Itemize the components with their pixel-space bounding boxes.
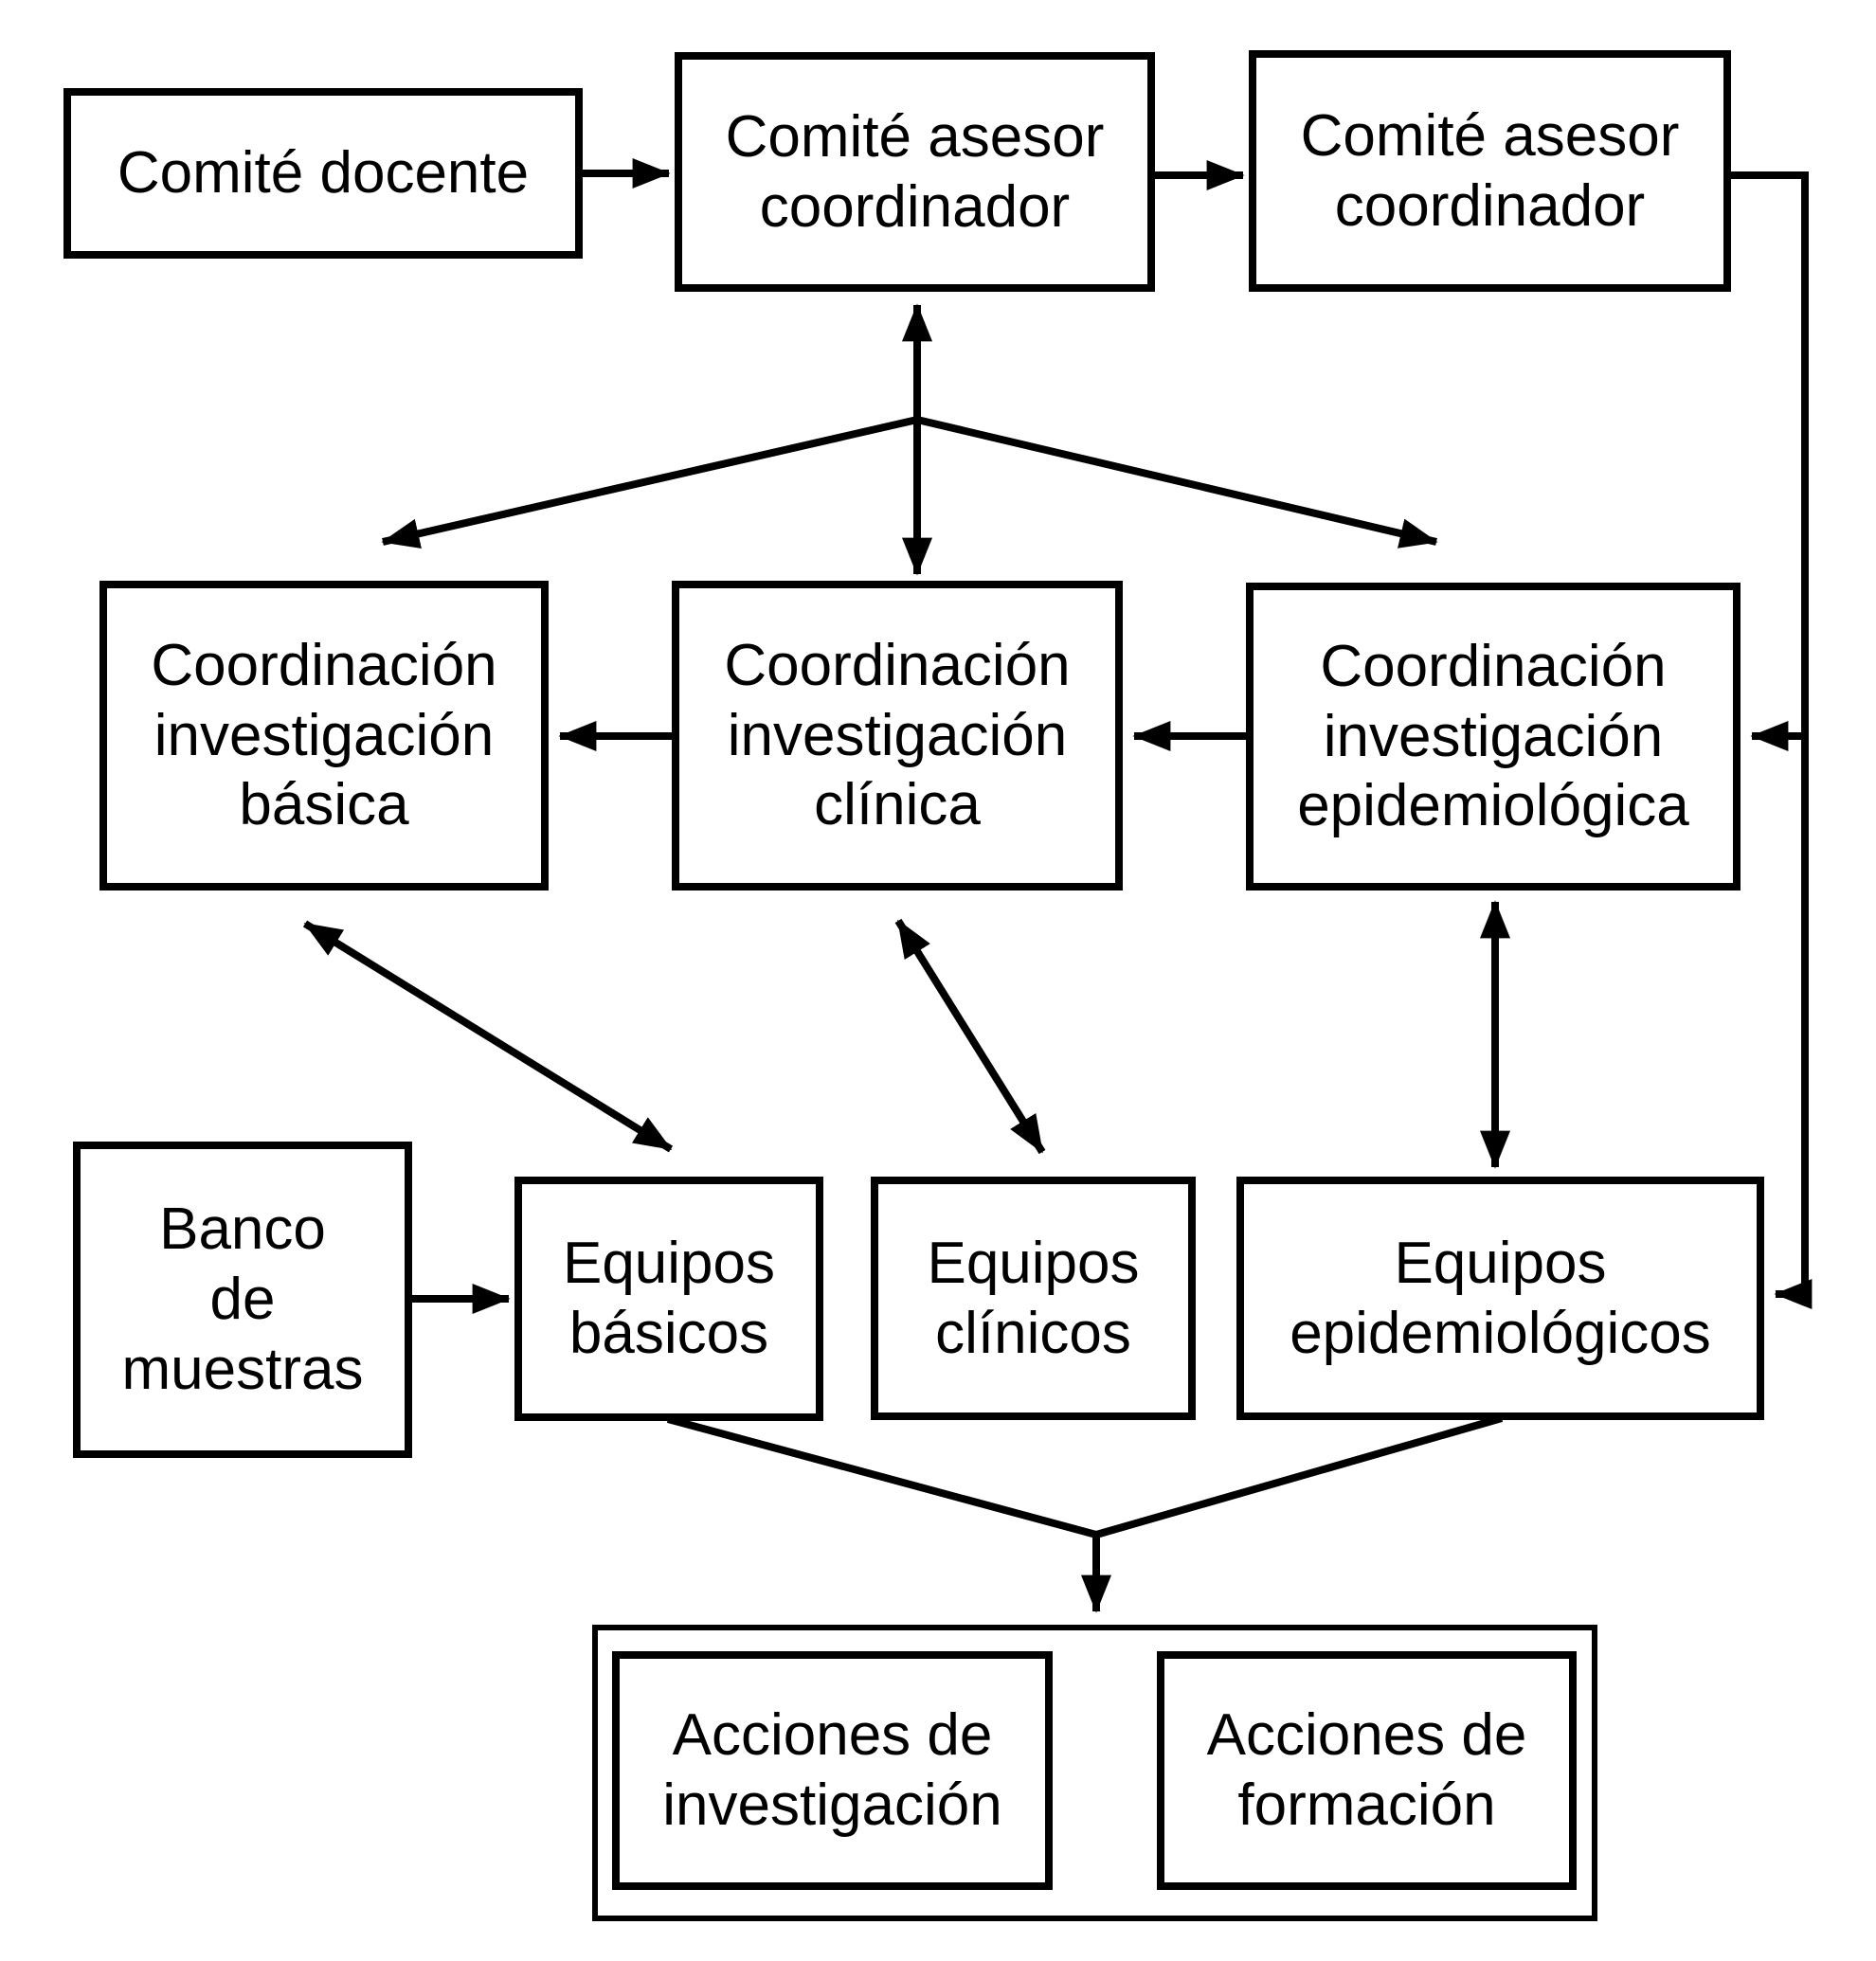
node-equipos-epidemiologicos: Equipos epidemiológicos — [1236, 1177, 1764, 1420]
double-arrow-basica-equipos-basicos — [302, 920, 674, 1153]
node-coordinacion-investigacion-basica: Coordinación investigación básica — [99, 581, 549, 891]
line-equipos-epidemiologicos-to-junction — [1094, 1414, 1504, 1538]
arrow-branch-to-coordinacion-epidemiologica — [916, 416, 1438, 549]
arrow-branch-to-coordinacion-basica — [381, 416, 918, 549]
node-acciones-de-formacion: Acciones de formación — [1157, 1651, 1577, 1890]
node-comite-docente-label: Comité docente — [117, 140, 530, 207]
node-banco-de-muestras-label: Banco de muestras — [121, 1196, 364, 1402]
double-arrow-clinica-equipos-clinicos — [894, 918, 1046, 1155]
node-comite-asesor-coordinador-2-label: Comité asesor coordinador — [1300, 102, 1680, 239]
node-coordinacion-investigacion-epidemiologica: Coordinación investigación epidemiológic… — [1246, 583, 1741, 891]
node-equipos-clinicos: Equipos clínicos — [871, 1177, 1196, 1420]
node-equipos-basicos: Equipos básicos — [514, 1177, 823, 1421]
node-coordinacion-investigacion-clinica: Coordinación investigación clínica — [672, 581, 1123, 891]
node-acciones-de-formacion-label: Acciones de formación — [1206, 1702, 1527, 1838]
acciones-frame: Acciones de investigación Acciones de fo… — [592, 1625, 1597, 1921]
node-comite-asesor-coordinador-1: Comité asesor coordinador — [675, 52, 1155, 292]
node-coordinacion-investigacion-clinica-label: Coordinación investigación clínica — [724, 632, 1071, 838]
node-banco-de-muestras: Banco de muestras — [73, 1142, 412, 1458]
node-comite-docente: Comité docente — [63, 88, 583, 259]
node-equipos-epidemiologicos-label: Equipos epidemiológicos — [1290, 1230, 1711, 1366]
node-equipos-clinicos-label: Equipos clínicos — [927, 1230, 1140, 1366]
node-comite-asesor-coordinador-1-label: Comité asesor coordinador — [725, 103, 1105, 240]
node-coordinacion-investigacion-epidemiologica-label: Coordinación investigación epidemiológic… — [1297, 633, 1689, 839]
node-comite-asesor-coordinador-2: Comité asesor coordinador — [1249, 50, 1731, 292]
node-acciones-de-investigacion: Acciones de investigación — [612, 1651, 1053, 1890]
node-coordinacion-investigacion-basica-label: Coordinación investigación básica — [151, 632, 497, 838]
connector-right-side — [1724, 171, 1809, 1294]
node-acciones-de-investigacion-label: Acciones de investigación — [662, 1702, 1002, 1838]
line-equipos-basicos-to-junction — [666, 1415, 1098, 1538]
node-equipos-basicos-label: Equipos básicos — [562, 1231, 776, 1366]
